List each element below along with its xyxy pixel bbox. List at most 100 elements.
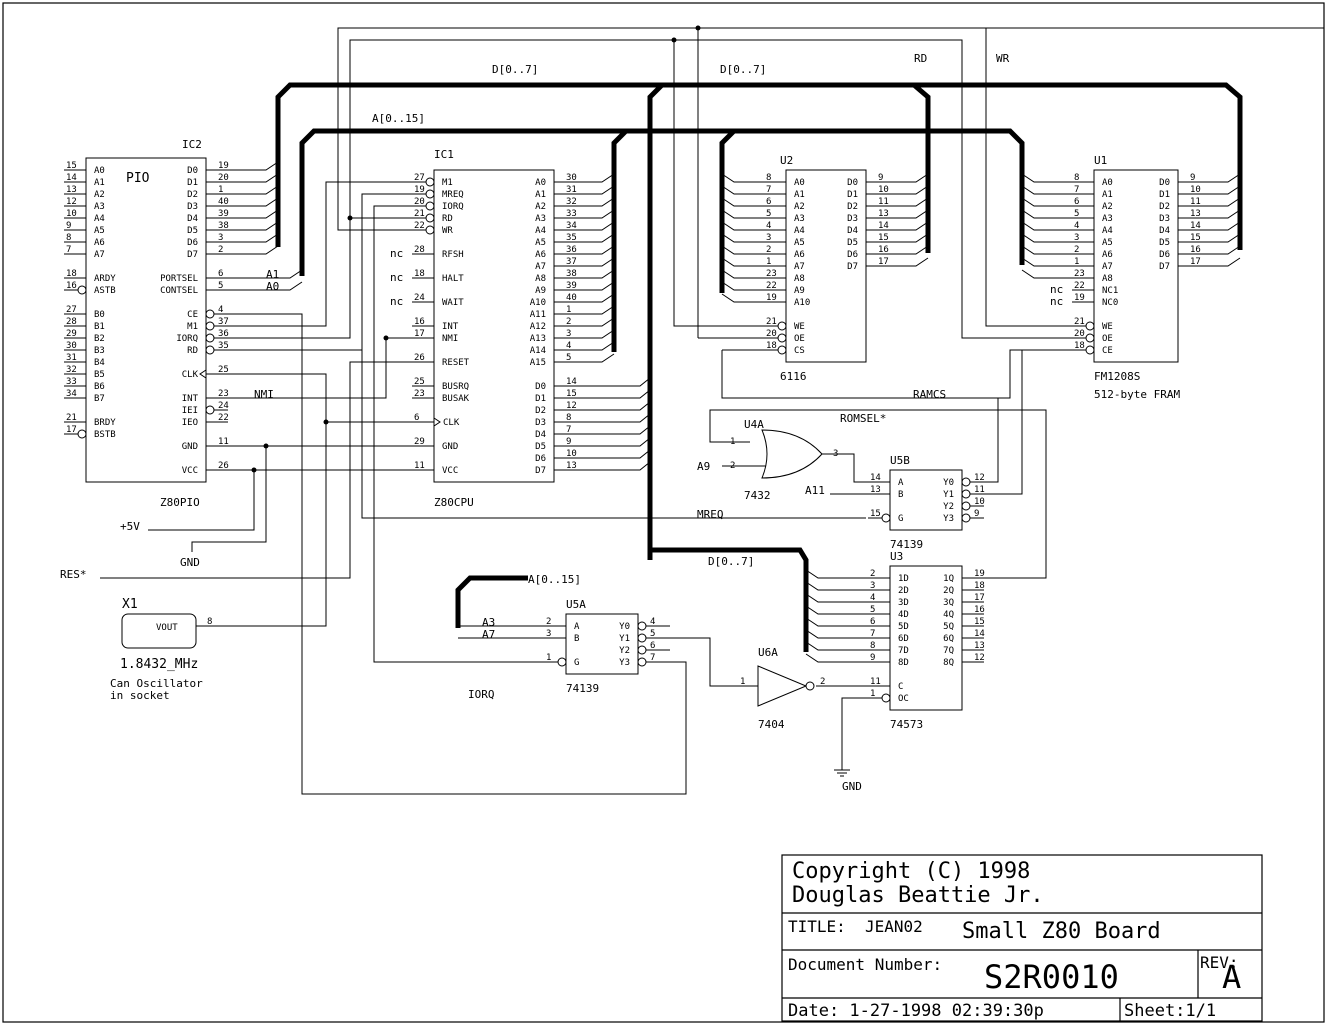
u1-subtitle: 512-byte FRAM bbox=[1094, 388, 1180, 401]
ic2-pin-number: 25 bbox=[218, 365, 229, 375]
u2-pin-label: D3 bbox=[847, 214, 858, 224]
u1-pin-number: 4 bbox=[1074, 221, 1079, 231]
ic2-pin-number: 18 bbox=[66, 269, 77, 279]
ic2-pin-label: D3 bbox=[187, 202, 198, 212]
ic1-pin-number: 37 bbox=[566, 257, 577, 267]
u5a-pin-label: A bbox=[574, 622, 580, 632]
net-labels: D[0..7] D[0..7] D[0..7] A[0..15] A[0..15… bbox=[60, 52, 1010, 793]
u1-pin-number: 19 bbox=[1074, 293, 1085, 303]
u3-pin-number: 5 bbox=[870, 605, 875, 615]
ic2-pin-number: 28 bbox=[66, 317, 77, 327]
u1-pin-label: A3 bbox=[1102, 214, 1113, 224]
ic1-pin-label: RD bbox=[442, 214, 453, 224]
u4a-pin-3: 3 bbox=[833, 449, 838, 459]
net-iorq: IORQ bbox=[468, 688, 495, 701]
u5a-pin-number: 6 bbox=[650, 641, 655, 651]
u1-pin-label: WE bbox=[1102, 322, 1113, 332]
u2-bubble bbox=[777, 321, 787, 331]
ic1-pin-number: 3 bbox=[566, 329, 571, 339]
ic2-pin-label: B4 bbox=[94, 358, 105, 368]
ic1-pin-label: GND bbox=[442, 442, 458, 452]
ic2-pin-label: B0 bbox=[94, 310, 105, 320]
u5a-bubble bbox=[637, 621, 647, 631]
u5a-pin-label: Y2 bbox=[619, 646, 630, 656]
net-address-bus-1: A[0..15] bbox=[372, 112, 425, 125]
ic1-pin-label: A11 bbox=[530, 310, 546, 320]
ic1-pin-label: A6 bbox=[535, 250, 546, 260]
ic2-pin-number: 5 bbox=[218, 281, 223, 291]
u5a-bubble bbox=[637, 657, 647, 667]
u3-pin-label: 3D bbox=[898, 598, 909, 608]
ic2-pin-label: IORQ bbox=[176, 334, 198, 344]
u3-pin-label: 8D bbox=[898, 658, 909, 668]
ic1-pin-number: 18 bbox=[414, 269, 425, 279]
u3-pin-number: 9 bbox=[870, 653, 875, 663]
or-gate-u4a: U4A 7432 1 2 3 bbox=[730, 418, 838, 502]
u4a-pin-1: 1 bbox=[730, 437, 735, 447]
u3-bubble bbox=[881, 693, 891, 703]
revision: A bbox=[1222, 958, 1241, 996]
ic2-ref: IC2 bbox=[182, 138, 202, 151]
u2-pin-number: 14 bbox=[878, 221, 889, 231]
u2-pin-label: D1 bbox=[847, 190, 858, 200]
u2-pin-number: 1 bbox=[766, 257, 771, 267]
ic2-bubble bbox=[205, 333, 215, 343]
net-a1: A1 bbox=[266, 268, 279, 281]
u1-part: FM1208S bbox=[1094, 370, 1140, 383]
ic1-pin-label: RESET bbox=[442, 358, 470, 368]
u5a-pin-number: 4 bbox=[650, 617, 655, 627]
net-nmi: NMI bbox=[254, 388, 274, 401]
ic1-pin-number: 34 bbox=[566, 221, 577, 231]
u1-nc: nc bbox=[1050, 283, 1063, 296]
u2-pin-label: CS bbox=[794, 346, 805, 356]
u2-pin-label: A7 bbox=[794, 262, 805, 272]
u1-pin-label: D5 bbox=[1159, 238, 1170, 248]
u5b-pin-number: 15 bbox=[870, 509, 881, 519]
ic2-pin-label: CONTSEL bbox=[160, 286, 198, 296]
document-number: S2R0010 bbox=[984, 958, 1119, 996]
u2-bubble bbox=[777, 345, 787, 355]
u5a-bubble bbox=[557, 657, 567, 667]
oscillator-x1: X1 VOUT 8 1.8432_MHz Can Oscillator in s… bbox=[110, 597, 218, 702]
ic2-pin-number: 26 bbox=[218, 461, 229, 471]
u5b-pin-label: B bbox=[898, 490, 903, 500]
ic1-pin-number: 29 bbox=[414, 437, 425, 447]
u2-pin-number: 21 bbox=[766, 317, 777, 327]
u5b-pin-number: 10 bbox=[974, 497, 985, 507]
ic2-pin-number: 23 bbox=[218, 389, 229, 399]
ic2-pin-number: 22 bbox=[218, 413, 229, 423]
u2-pin-number: 11 bbox=[878, 197, 889, 207]
ic2-bubble bbox=[205, 321, 215, 331]
u1-pin-label: A7 bbox=[1102, 262, 1113, 272]
ic1-part: Z80CPU bbox=[434, 496, 474, 509]
u2-pin-label: A3 bbox=[794, 214, 805, 224]
u3-pin-label: 2D bbox=[898, 586, 909, 596]
u1-pin-label: A8 bbox=[1102, 274, 1113, 284]
ic1-pin-label: A4 bbox=[535, 226, 546, 236]
u5a-pin-label: Y3 bbox=[619, 658, 630, 668]
u1-ref: U1 bbox=[1094, 154, 1107, 167]
ic2-pin-label: ASTB bbox=[94, 286, 116, 296]
ic1-pin-number: 13 bbox=[566, 461, 577, 471]
ic1-pin-number: 17 bbox=[414, 329, 425, 339]
net-rd: RD bbox=[914, 52, 927, 65]
u2-pin-number: 8 bbox=[766, 173, 771, 183]
ic1-pin-label: VCC bbox=[442, 466, 458, 476]
ic2-pin-number: 27 bbox=[66, 305, 77, 315]
ic2-pin-number: 32 bbox=[66, 365, 77, 375]
ic1-pin-number: 35 bbox=[566, 233, 577, 243]
revision-label: REV: bbox=[1200, 953, 1239, 972]
u3-pin-number: 11 bbox=[870, 677, 881, 687]
ic1-pin-label: MREQ bbox=[442, 190, 464, 200]
ic1-pin-label: INT bbox=[442, 322, 459, 332]
u2-pin-label: D2 bbox=[847, 202, 858, 212]
ic2-pin-label: D7 bbox=[187, 250, 198, 260]
x1-pin-label: VOUT bbox=[156, 623, 178, 633]
net-gnd: GND bbox=[180, 556, 200, 569]
junction-dots bbox=[251, 25, 701, 473]
u6a-ref: U6A bbox=[758, 646, 778, 659]
u2-pin-number: 15 bbox=[878, 233, 889, 243]
u4a-ref: U4A bbox=[744, 418, 764, 431]
